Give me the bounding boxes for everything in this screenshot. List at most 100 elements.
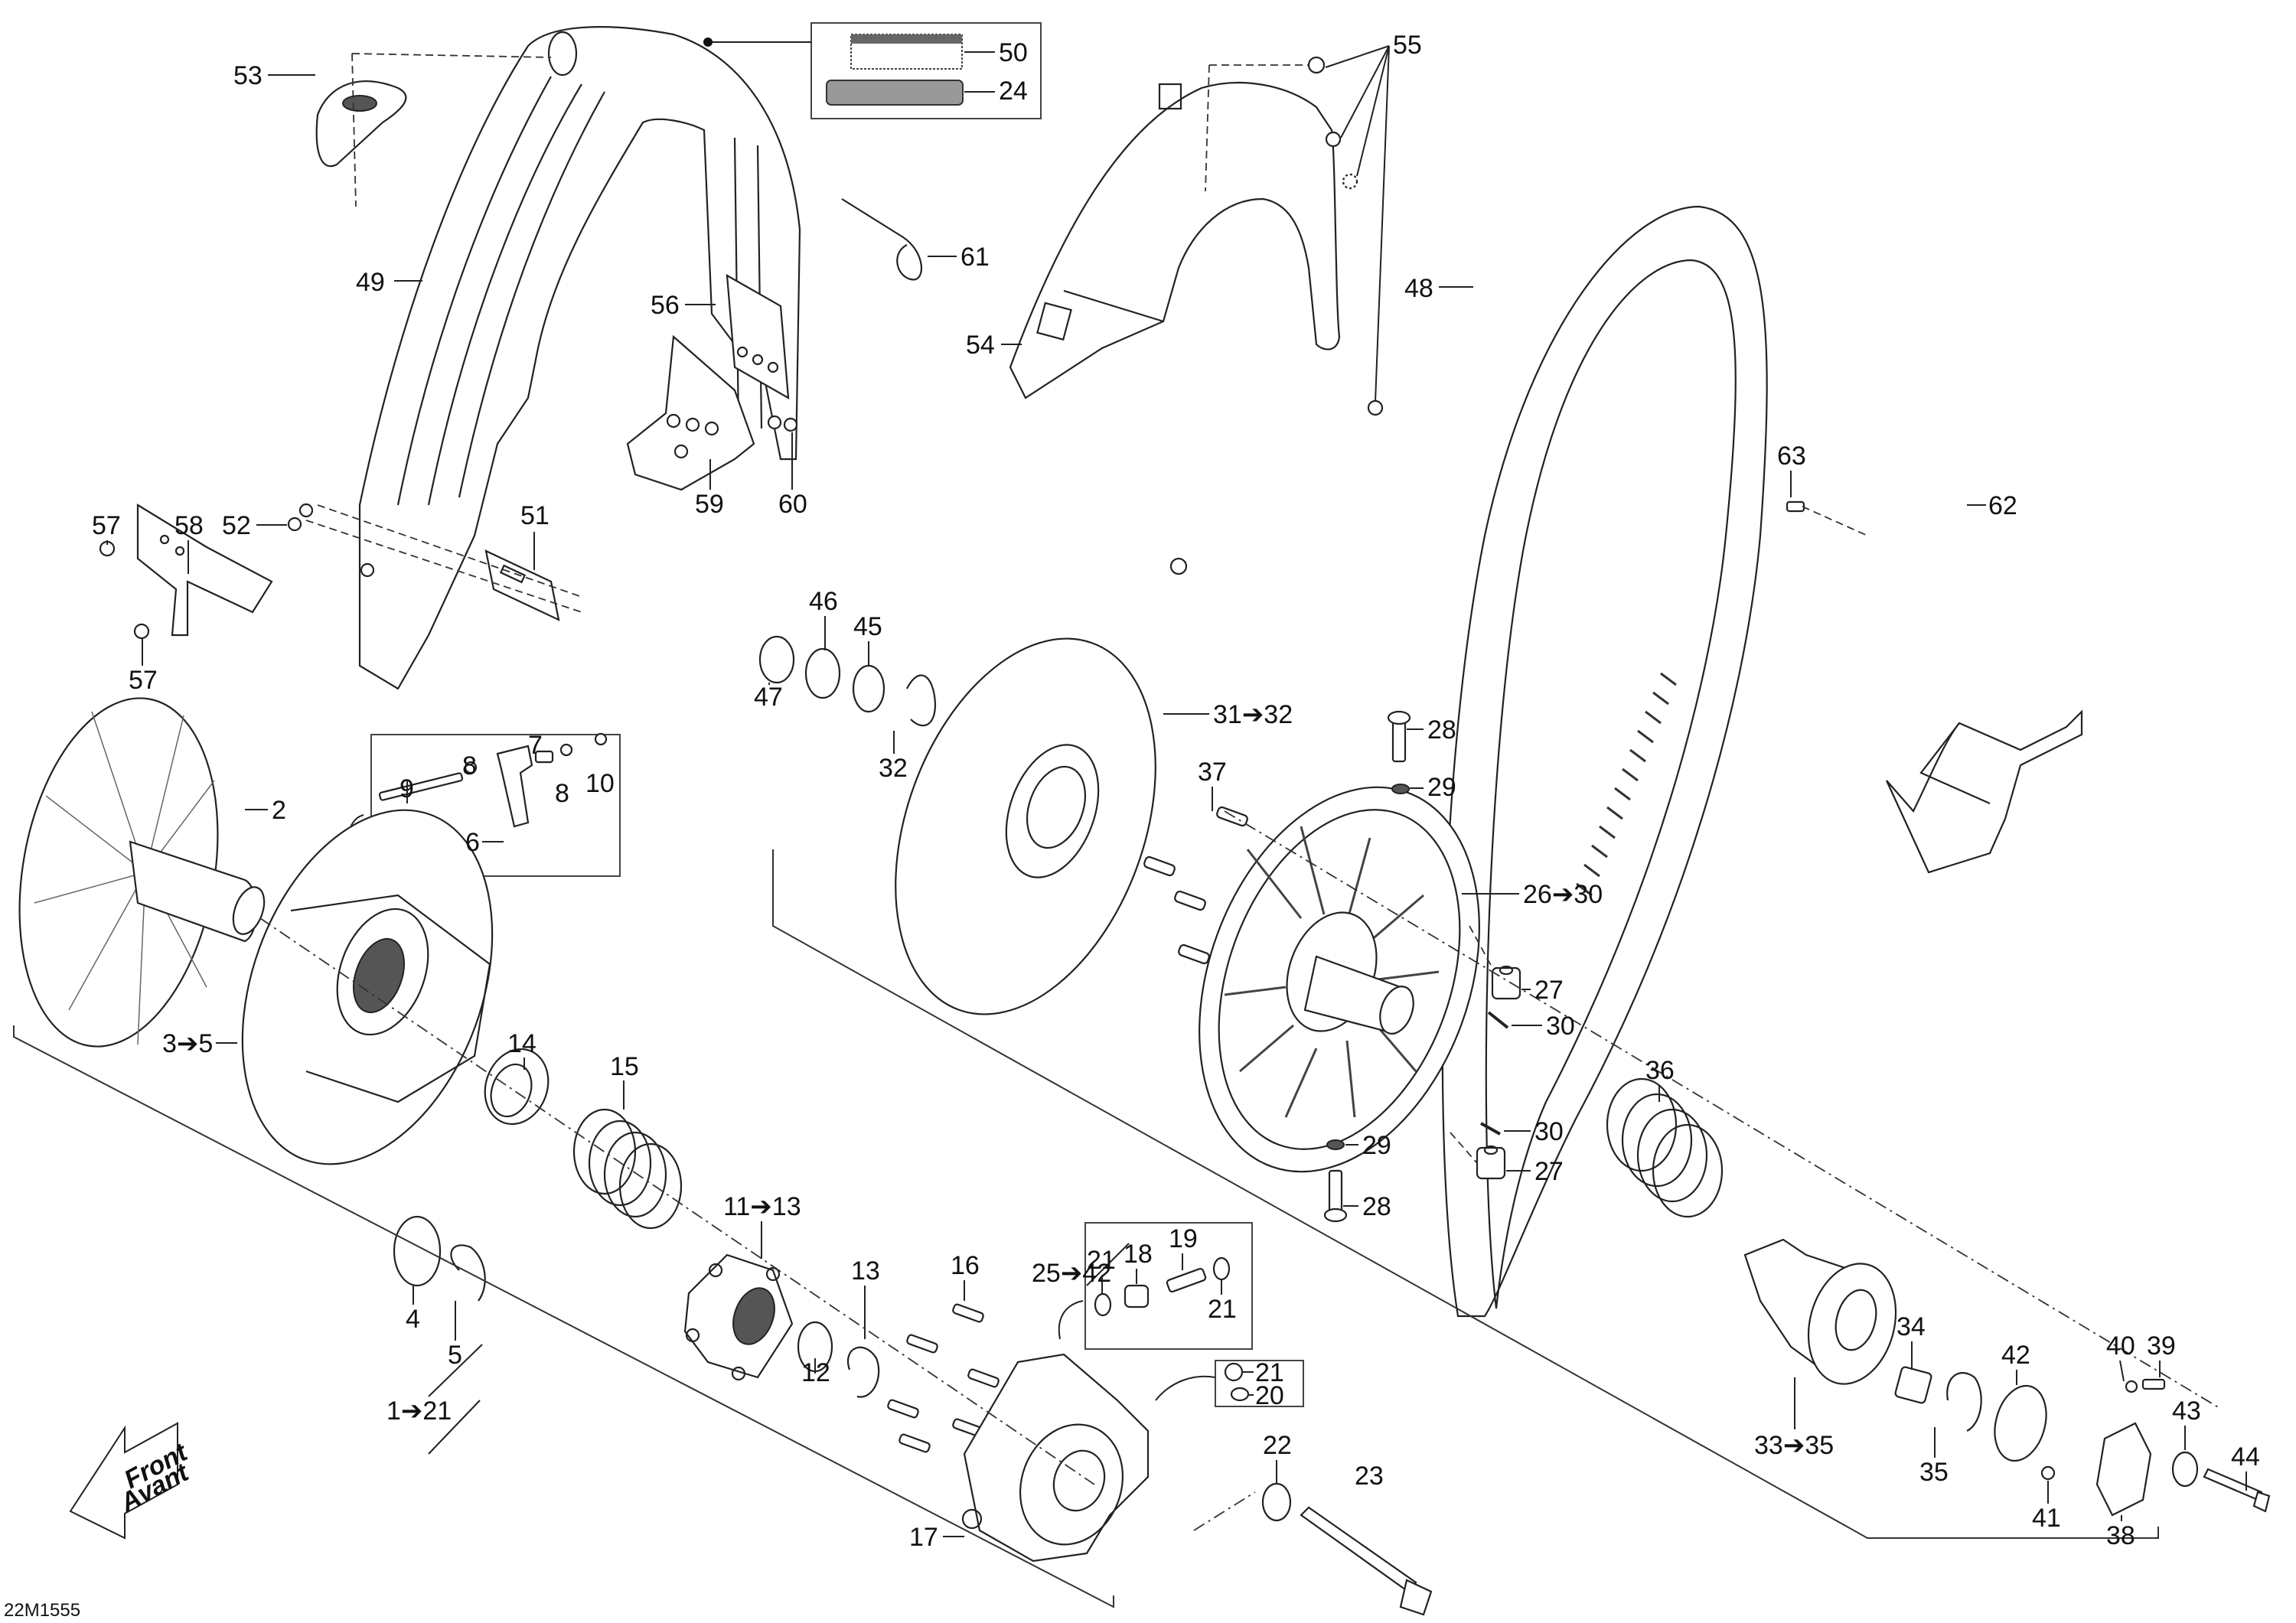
part-52-nut-b[interactable] [298,503,314,518]
part-13-circlip[interactable] [847,1346,880,1398]
callout-55[interactable]: 55 [1393,31,1422,60]
callout-48[interactable]: 48 [1404,274,1433,303]
callout-5[interactable]: 5 [448,1341,462,1370]
callout-4[interactable]: 4 [406,1305,420,1334]
part-20-oring[interactable] [1230,1387,1250,1402]
callout-61[interactable]: 61 [960,243,990,272]
callout-20[interactable]: 20 [1255,1381,1284,1410]
part-27-roller-bottom[interactable] [1476,1145,1506,1180]
callout-31-32[interactable]: 31➔32 [1213,700,1293,729]
part-28-screw-top[interactable] [1387,710,1411,763]
part-63-bolt[interactable] [1786,500,1805,513]
part-16-screws[interactable] [887,1303,1000,1453]
part-2-fixed-sheave[interactable] [0,683,270,1062]
callout-34[interactable]: 34 [1896,1312,1926,1341]
callout-39[interactable]: 39 [2147,1331,2176,1361]
callout-8b[interactable]: 8 [555,779,569,808]
part-30-pin-bottom[interactable] [1480,1122,1501,1136]
part-15-spring[interactable] [572,1108,683,1230]
callout-21c[interactable]: 21 [1255,1358,1284,1387]
part-36-spring[interactable] [1606,1077,1724,1218]
callout-6[interactable]: 6 [465,828,480,857]
callout-36[interactable]: 36 [1645,1056,1675,1085]
callout-22[interactable]: 22 [1263,1431,1292,1460]
callout-26-30[interactable]: 26➔30 [1523,880,1603,909]
part-8-washer-b[interactable] [559,743,573,757]
part-8-washer-a[interactable] [464,761,478,774]
part-27-roller-top[interactable] [1491,965,1521,1000]
callout-52[interactable]: 52 [222,511,251,540]
part-21-roller-cap-b[interactable] [1212,1256,1231,1281]
callout-11-13[interactable]: 11➔13 [723,1192,801,1221]
callout-47[interactable]: 47 [754,683,783,712]
part-21-roller-cap-c[interactable] [1224,1362,1244,1382]
decal-24[interactable] [826,80,964,106]
part-60-nut[interactable] [767,415,798,432]
part-30-pin-top[interactable] [1487,1011,1509,1029]
callout-8a[interactable]: 8 [462,751,477,781]
part-19-pin[interactable] [1166,1267,1207,1293]
part-39-screw[interactable] [2141,1378,2166,1390]
part-34-bushing[interactable] [1894,1366,1932,1404]
part-18-roller[interactable] [1124,1284,1150,1309]
part-28-screw-bottom[interactable] [1323,1169,1348,1223]
callout-42[interactable]: 42 [2001,1341,2030,1370]
part-53-grip[interactable] [315,80,407,168]
callout-28b[interactable]: 28 [1362,1192,1391,1221]
part-4-bushing[interactable] [393,1215,442,1287]
part-33-cam[interactable] [1743,1238,1909,1394]
callout-27a[interactable]: 27 [1534,976,1564,1005]
callout-24[interactable]: 24 [999,77,1028,106]
part-22-washer[interactable] [1261,1482,1292,1522]
callout-32[interactable]: 32 [879,754,908,783]
callout-46[interactable]: 46 [809,587,838,616]
part-38-cap[interactable] [2095,1422,2152,1517]
callout-35[interactable]: 35 [1919,1458,1949,1487]
callout-13[interactable]: 13 [851,1256,880,1286]
callout-62[interactable]: 62 [1988,491,2017,520]
part-51-plate[interactable] [484,549,560,621]
callout-21b[interactable]: 21 [1208,1295,1237,1324]
callout-30b[interactable]: 30 [1534,1117,1564,1146]
callout-38[interactable]: 38 [2106,1521,2135,1550]
callout-2[interactable]: 2 [272,796,286,825]
part-3-movable-sheave[interactable] [197,775,538,1199]
callout-27b[interactable]: 27 [1534,1157,1564,1186]
callout-23[interactable]: 23 [1355,1462,1384,1491]
callout-7[interactable]: 7 [528,731,543,760]
callout-59[interactable]: 59 [695,490,724,519]
callout-53[interactable]: 53 [233,61,263,90]
part-5-circlip[interactable] [450,1244,486,1302]
callout-30a[interactable]: 30 [1546,1012,1575,1041]
part-62-guard-bracket[interactable] [1886,709,2083,874]
callout-56[interactable]: 56 [651,291,680,320]
part-11-spider[interactable] [683,1253,794,1381]
part-52-nut-a[interactable] [287,517,302,532]
part-45-47-washers[interactable] [758,635,937,727]
callout-45[interactable]: 45 [853,612,882,641]
part-23-bolt[interactable] [1300,1506,1433,1616]
callout-37[interactable]: 37 [1198,758,1227,787]
part-48-drive-belt[interactable] [1441,205,1768,1318]
part-56-bracket[interactable] [726,274,790,399]
callout-57a[interactable]: 57 [92,511,121,540]
part-6-weight[interactable] [496,745,533,828]
part-40-washer[interactable] [2125,1380,2138,1393]
callout-25-42[interactable]: 25➔42 [1032,1259,1111,1288]
part-58-latch[interactable] [136,504,273,637]
part-14-seal[interactable] [475,1040,558,1133]
callout-44[interactable]: 44 [2231,1442,2260,1471]
part-43-washer[interactable] [2171,1451,2199,1488]
callout-50[interactable]: 50 [999,38,1028,67]
callout-51[interactable]: 51 [520,501,550,530]
part-7-bushing[interactable] [534,750,554,764]
callout-1-21[interactable]: 1➔21 [386,1396,452,1426]
callout-21a[interactable]: 21 [1087,1246,1116,1275]
part-55-fasteners[interactable] [1169,56,1384,575]
part-52-nut-c[interactable] [360,562,375,578]
callout-40[interactable]: 40 [2106,1331,2135,1361]
part-42-washer[interactable] [1987,1380,2054,1466]
callout-63[interactable]: 63 [1777,442,1806,471]
part-35-circlip[interactable] [1946,1372,1982,1432]
callout-58[interactable]: 58 [174,511,204,540]
